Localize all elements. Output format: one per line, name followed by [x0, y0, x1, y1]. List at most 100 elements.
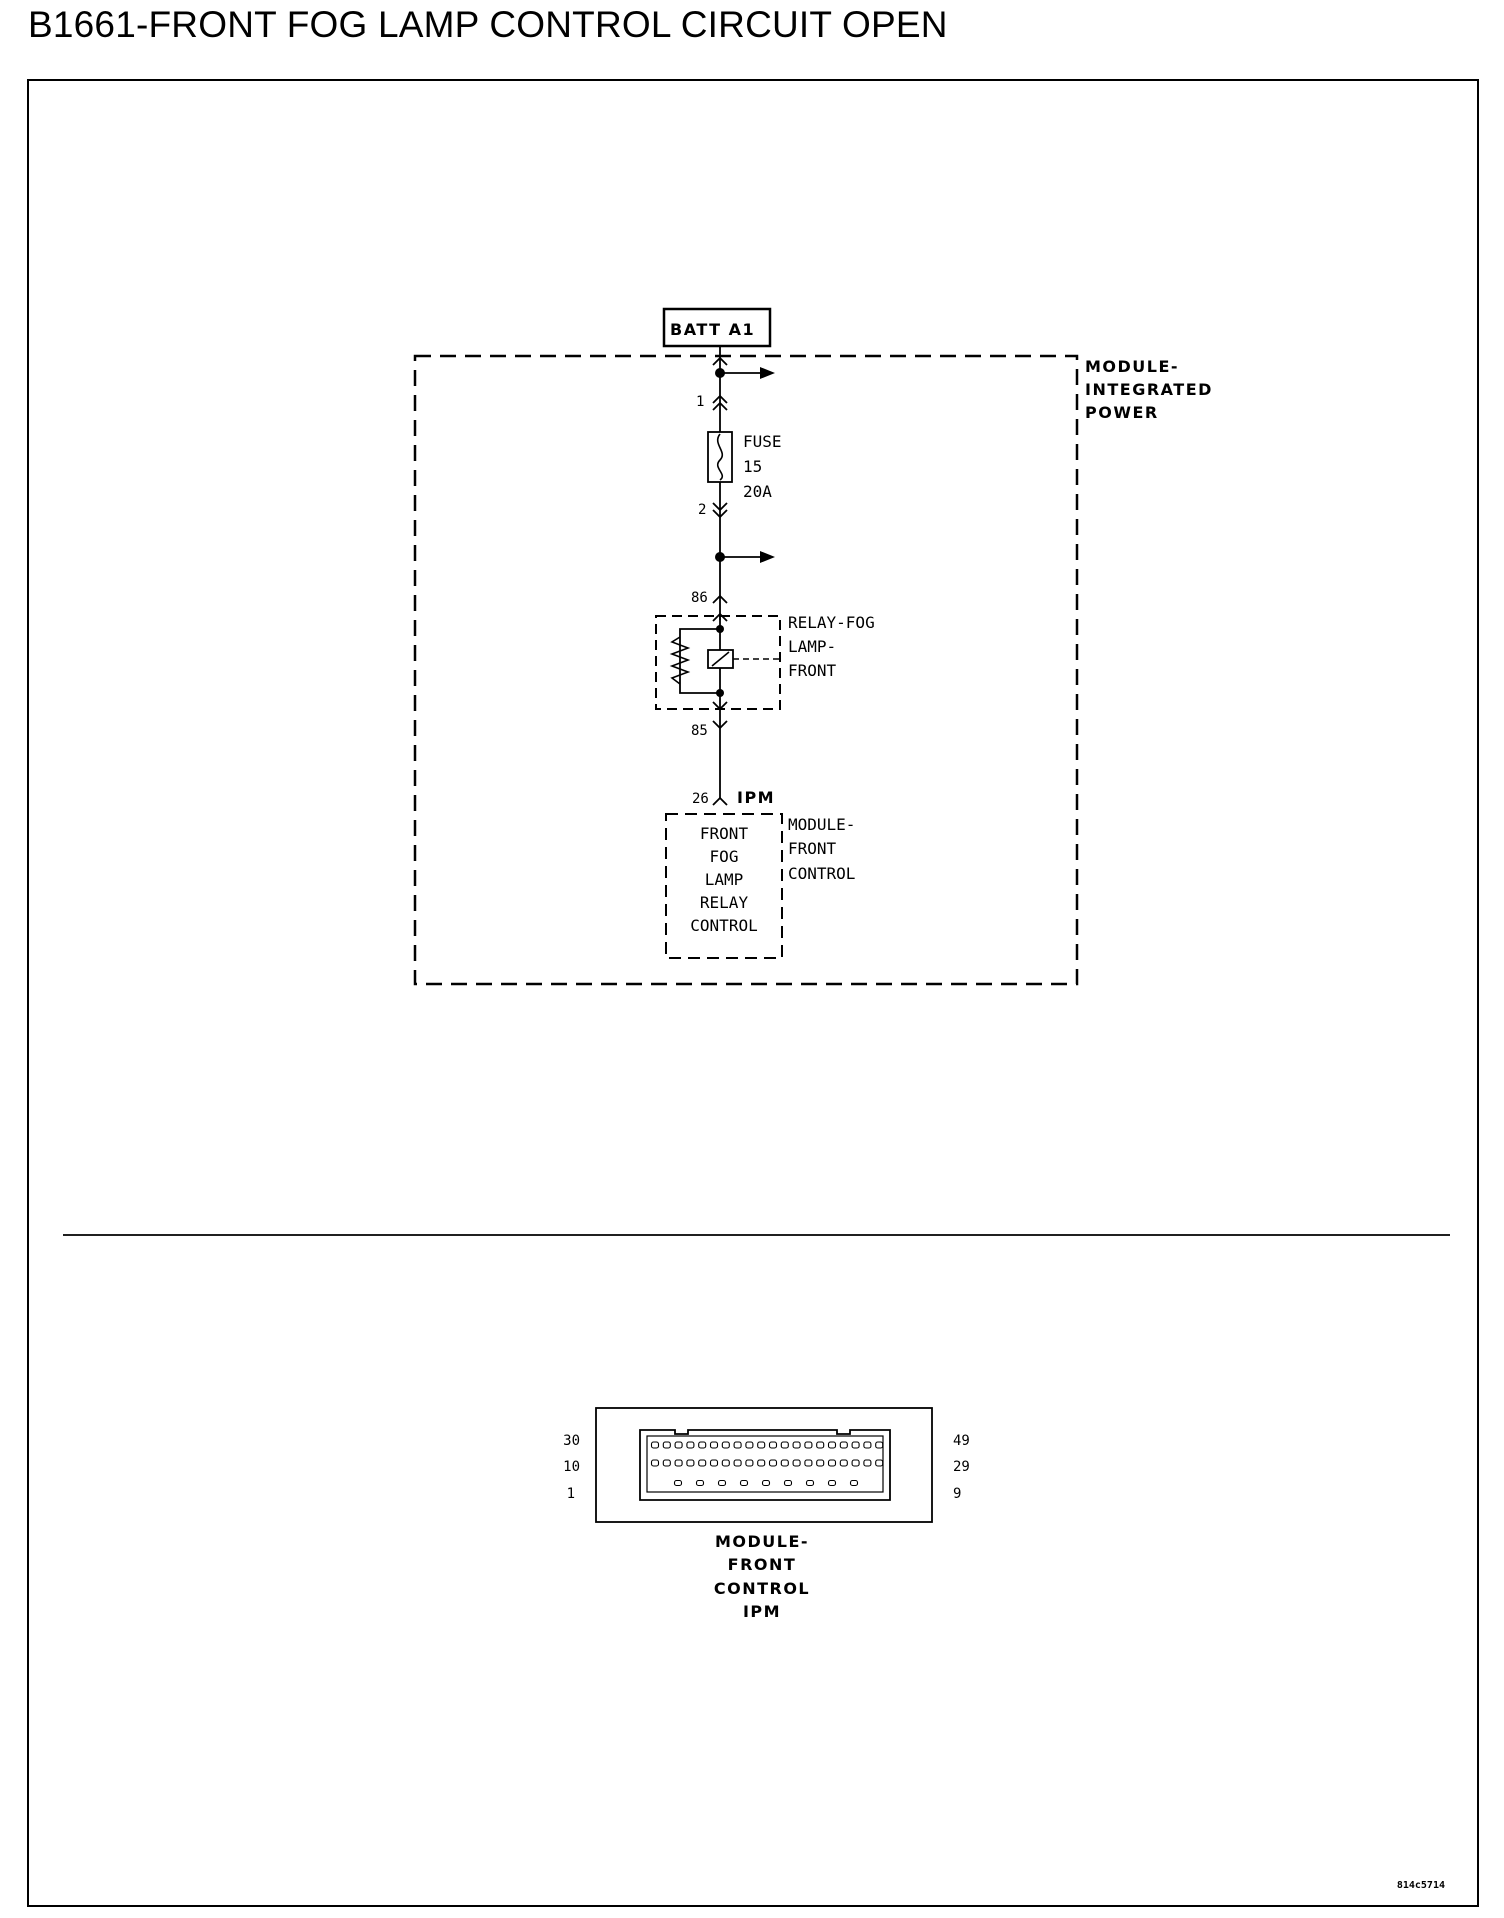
connector-pin-cavity	[827, 1479, 837, 1487]
connector-pin-cavity	[816, 1459, 825, 1467]
connector-chevron	[712, 612, 728, 622]
fuse-element-icon	[716, 433, 724, 481]
relay-suppressor-wire	[679, 628, 720, 694]
connector-chevron	[712, 394, 728, 404]
outer-frame	[27, 79, 1479, 1907]
connector-pin-cavity	[674, 1441, 683, 1449]
connector-housing	[639, 1429, 891, 1501]
fuse-body	[707, 431, 733, 483]
connector-right-pin-top: 49	[953, 1433, 970, 1449]
connector-pin-cavity	[849, 1479, 859, 1487]
connector-pin-cavity	[745, 1441, 754, 1449]
connector-right-pin-bottom: 9	[953, 1486, 961, 1502]
connector-pin-cavity	[839, 1459, 848, 1467]
front-control-label-line3: CONTROL	[788, 864, 855, 883]
front-control-inner-line4: RELAY	[700, 893, 749, 912]
connector-pin-cavity	[757, 1459, 766, 1467]
connector-pin-cavity	[733, 1459, 742, 1467]
connector-pin-cavity	[827, 1441, 837, 1449]
connector-pin-cavity	[863, 1441, 872, 1449]
figure-id: 814c5714	[1397, 1880, 1445, 1891]
connector-chevron	[712, 502, 728, 512]
relay-label-line2: LAMP-	[788, 637, 836, 656]
connector-label-line1: MODULE-	[715, 1532, 809, 1551]
connector-pin-cavity	[698, 1459, 707, 1467]
connector-pin-cavity	[804, 1441, 813, 1449]
relay-pin-top: 86	[691, 590, 708, 606]
connector-chevron	[712, 720, 728, 730]
branch-arrow-middle	[760, 551, 775, 563]
module-integrated-power-line3: POWER	[1085, 403, 1159, 422]
connector-pin-cavity	[851, 1459, 860, 1467]
module-integrated-power-line1: MODULE-	[1085, 357, 1179, 376]
connector-pin-cavity	[757, 1441, 766, 1449]
connector-pin-cavity	[816, 1441, 825, 1449]
connector-pin-cavity	[783, 1479, 793, 1487]
connector-pin-cavity	[804, 1459, 813, 1467]
connector-pin-cavity	[695, 1479, 705, 1487]
connector-pin-cavity	[780, 1441, 789, 1449]
connector-pin-cavity	[875, 1459, 884, 1467]
connector-pin-cavity	[739, 1479, 749, 1487]
connector-pin-cavity	[673, 1479, 683, 1487]
fuse-label-line3: 20A	[743, 482, 772, 501]
resistor-icon	[669, 636, 691, 685]
fuse-label-line2: 15	[743, 457, 762, 476]
batt-a1-label: BATT A1	[670, 320, 755, 339]
front-control-inner-line5: CONTROL	[690, 916, 757, 935]
connector-pin-cavity	[650, 1441, 660, 1449]
connector-chevron	[712, 356, 728, 366]
front-control-label-line2: FRONT	[788, 839, 837, 858]
connector-label-line4: IPM	[743, 1602, 781, 1621]
page-title: B1661-FRONT FOG LAMP CONTROL CIRCUIT OPE…	[28, 4, 948, 45]
connector-pin-cavity	[792, 1441, 801, 1449]
connector-right-pin-middle: 29	[953, 1459, 970, 1475]
connector-pin-cavity	[662, 1459, 671, 1467]
branch-arrow-top	[760, 367, 775, 379]
front-control-inner-line3: LAMP	[705, 870, 744, 889]
batt-a1-box	[662, 307, 772, 348]
fuse-label-line1: FUSE	[743, 432, 782, 451]
connector-chevron	[712, 509, 728, 519]
connector-pin-cavity	[768, 1459, 778, 1467]
relay-coil-diagonal	[711, 651, 730, 667]
connector-pin-grid	[650, 1441, 884, 1487]
connector-left-pin-top: 30	[563, 1433, 580, 1449]
connector-pin-cavity	[780, 1459, 789, 1467]
connector-left-pin-middle: 10	[563, 1459, 580, 1475]
connector-pin-cavity	[662, 1441, 671, 1449]
front-control-inner-line1: FRONT	[700, 824, 749, 843]
connector-label-line2: FRONT	[728, 1555, 797, 1574]
relay-box	[655, 615, 781, 710]
connector-pin-cavity	[674, 1459, 683, 1467]
connector-pin-cavity	[827, 1459, 837, 1467]
relay-label-line3: FRONT	[788, 661, 837, 680]
connector-pin-cavity	[863, 1459, 872, 1467]
connector-pin-cavity	[792, 1459, 801, 1467]
fuse-pin-in: 1	[696, 394, 704, 410]
connector-label-line3: CONTROL	[714, 1579, 810, 1598]
module-integrated-power-line2: INTEGRATED	[1085, 380, 1213, 399]
front-control-connector-name: IPM	[737, 788, 775, 807]
connector-pin-cavity	[733, 1441, 742, 1449]
relay-pin-bottom: 85	[691, 723, 708, 739]
connector-pin-cavity	[709, 1441, 719, 1449]
connector-pin-cavity	[745, 1459, 754, 1467]
connector-outer	[595, 1407, 933, 1523]
connector-pin-cavity	[686, 1459, 695, 1467]
fuse-pin-out: 2	[698, 502, 706, 518]
connector-chevron	[712, 796, 728, 806]
connector-left-pin-bottom: 1	[567, 1486, 575, 1502]
connector-pin-cavity	[839, 1441, 848, 1449]
connector-chevron	[712, 401, 728, 411]
front-control-pin: 26	[692, 791, 709, 807]
connector-chevron	[712, 594, 728, 604]
front-control-box	[665, 813, 783, 959]
connector-pin-cavity	[721, 1459, 730, 1467]
connector-pin-cavity	[721, 1441, 730, 1449]
front-control-label-line1: MODULE-	[788, 815, 855, 834]
module-integrated-power-box	[413, 354, 1079, 986]
connector-pin-cavity	[686, 1441, 695, 1449]
connector-pin-cavity	[768, 1441, 778, 1449]
